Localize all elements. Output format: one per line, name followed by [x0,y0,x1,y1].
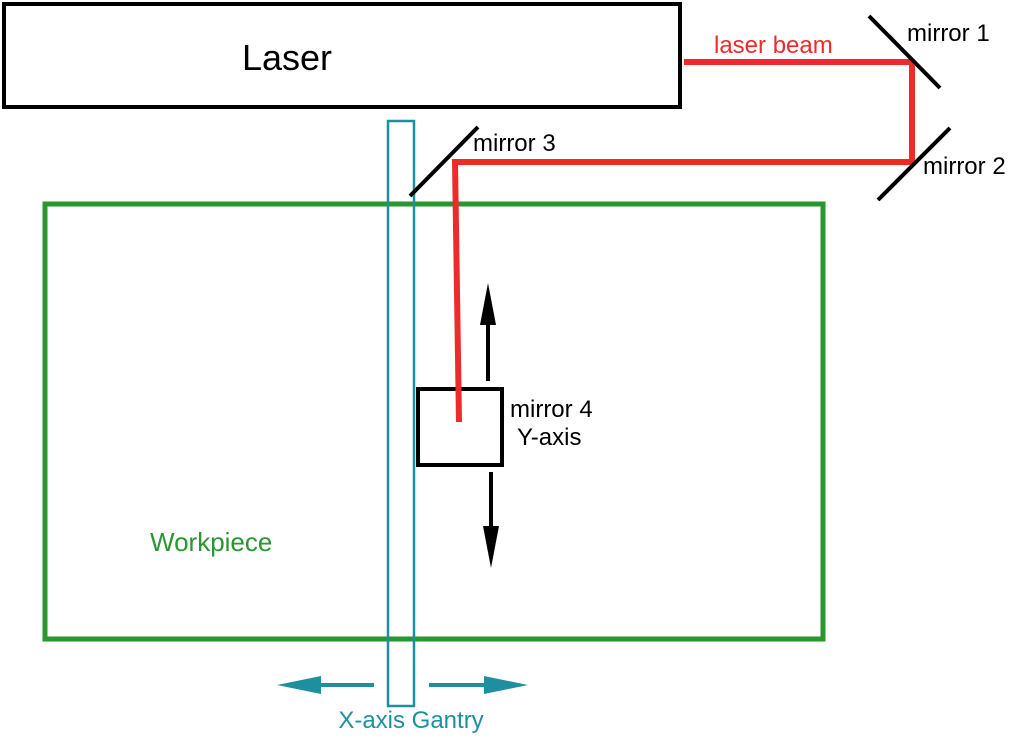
x-axis-gantry [386,119,416,708]
x-axis-gantry-label: X-axis Gantry [338,707,483,734]
x-arrow-right-head [484,676,528,694]
laser-box [2,2,682,109]
workpiece-label: Workpiece [150,527,272,557]
x-arrow-left-head [277,676,321,694]
mirror1 [867,14,942,90]
mirror2-label: mirror 2 [923,153,1006,180]
mirror2 [876,126,952,202]
y-arrow-up-head [480,283,496,325]
laser-beam-path [451,59,915,423]
mirror3-label: mirror 3 [473,130,556,157]
laser-label: Laser [242,37,332,78]
mirror3 [408,125,480,198]
y-arrow-down-head [483,526,499,568]
mirror4-label: mirror 4 [510,396,593,423]
mirror1-label: mirror 1 [907,20,990,47]
workpiece-outline [42,201,826,642]
laser-beam-label: laser beam [714,32,833,59]
y-axis-label: Y-axis [517,424,581,451]
